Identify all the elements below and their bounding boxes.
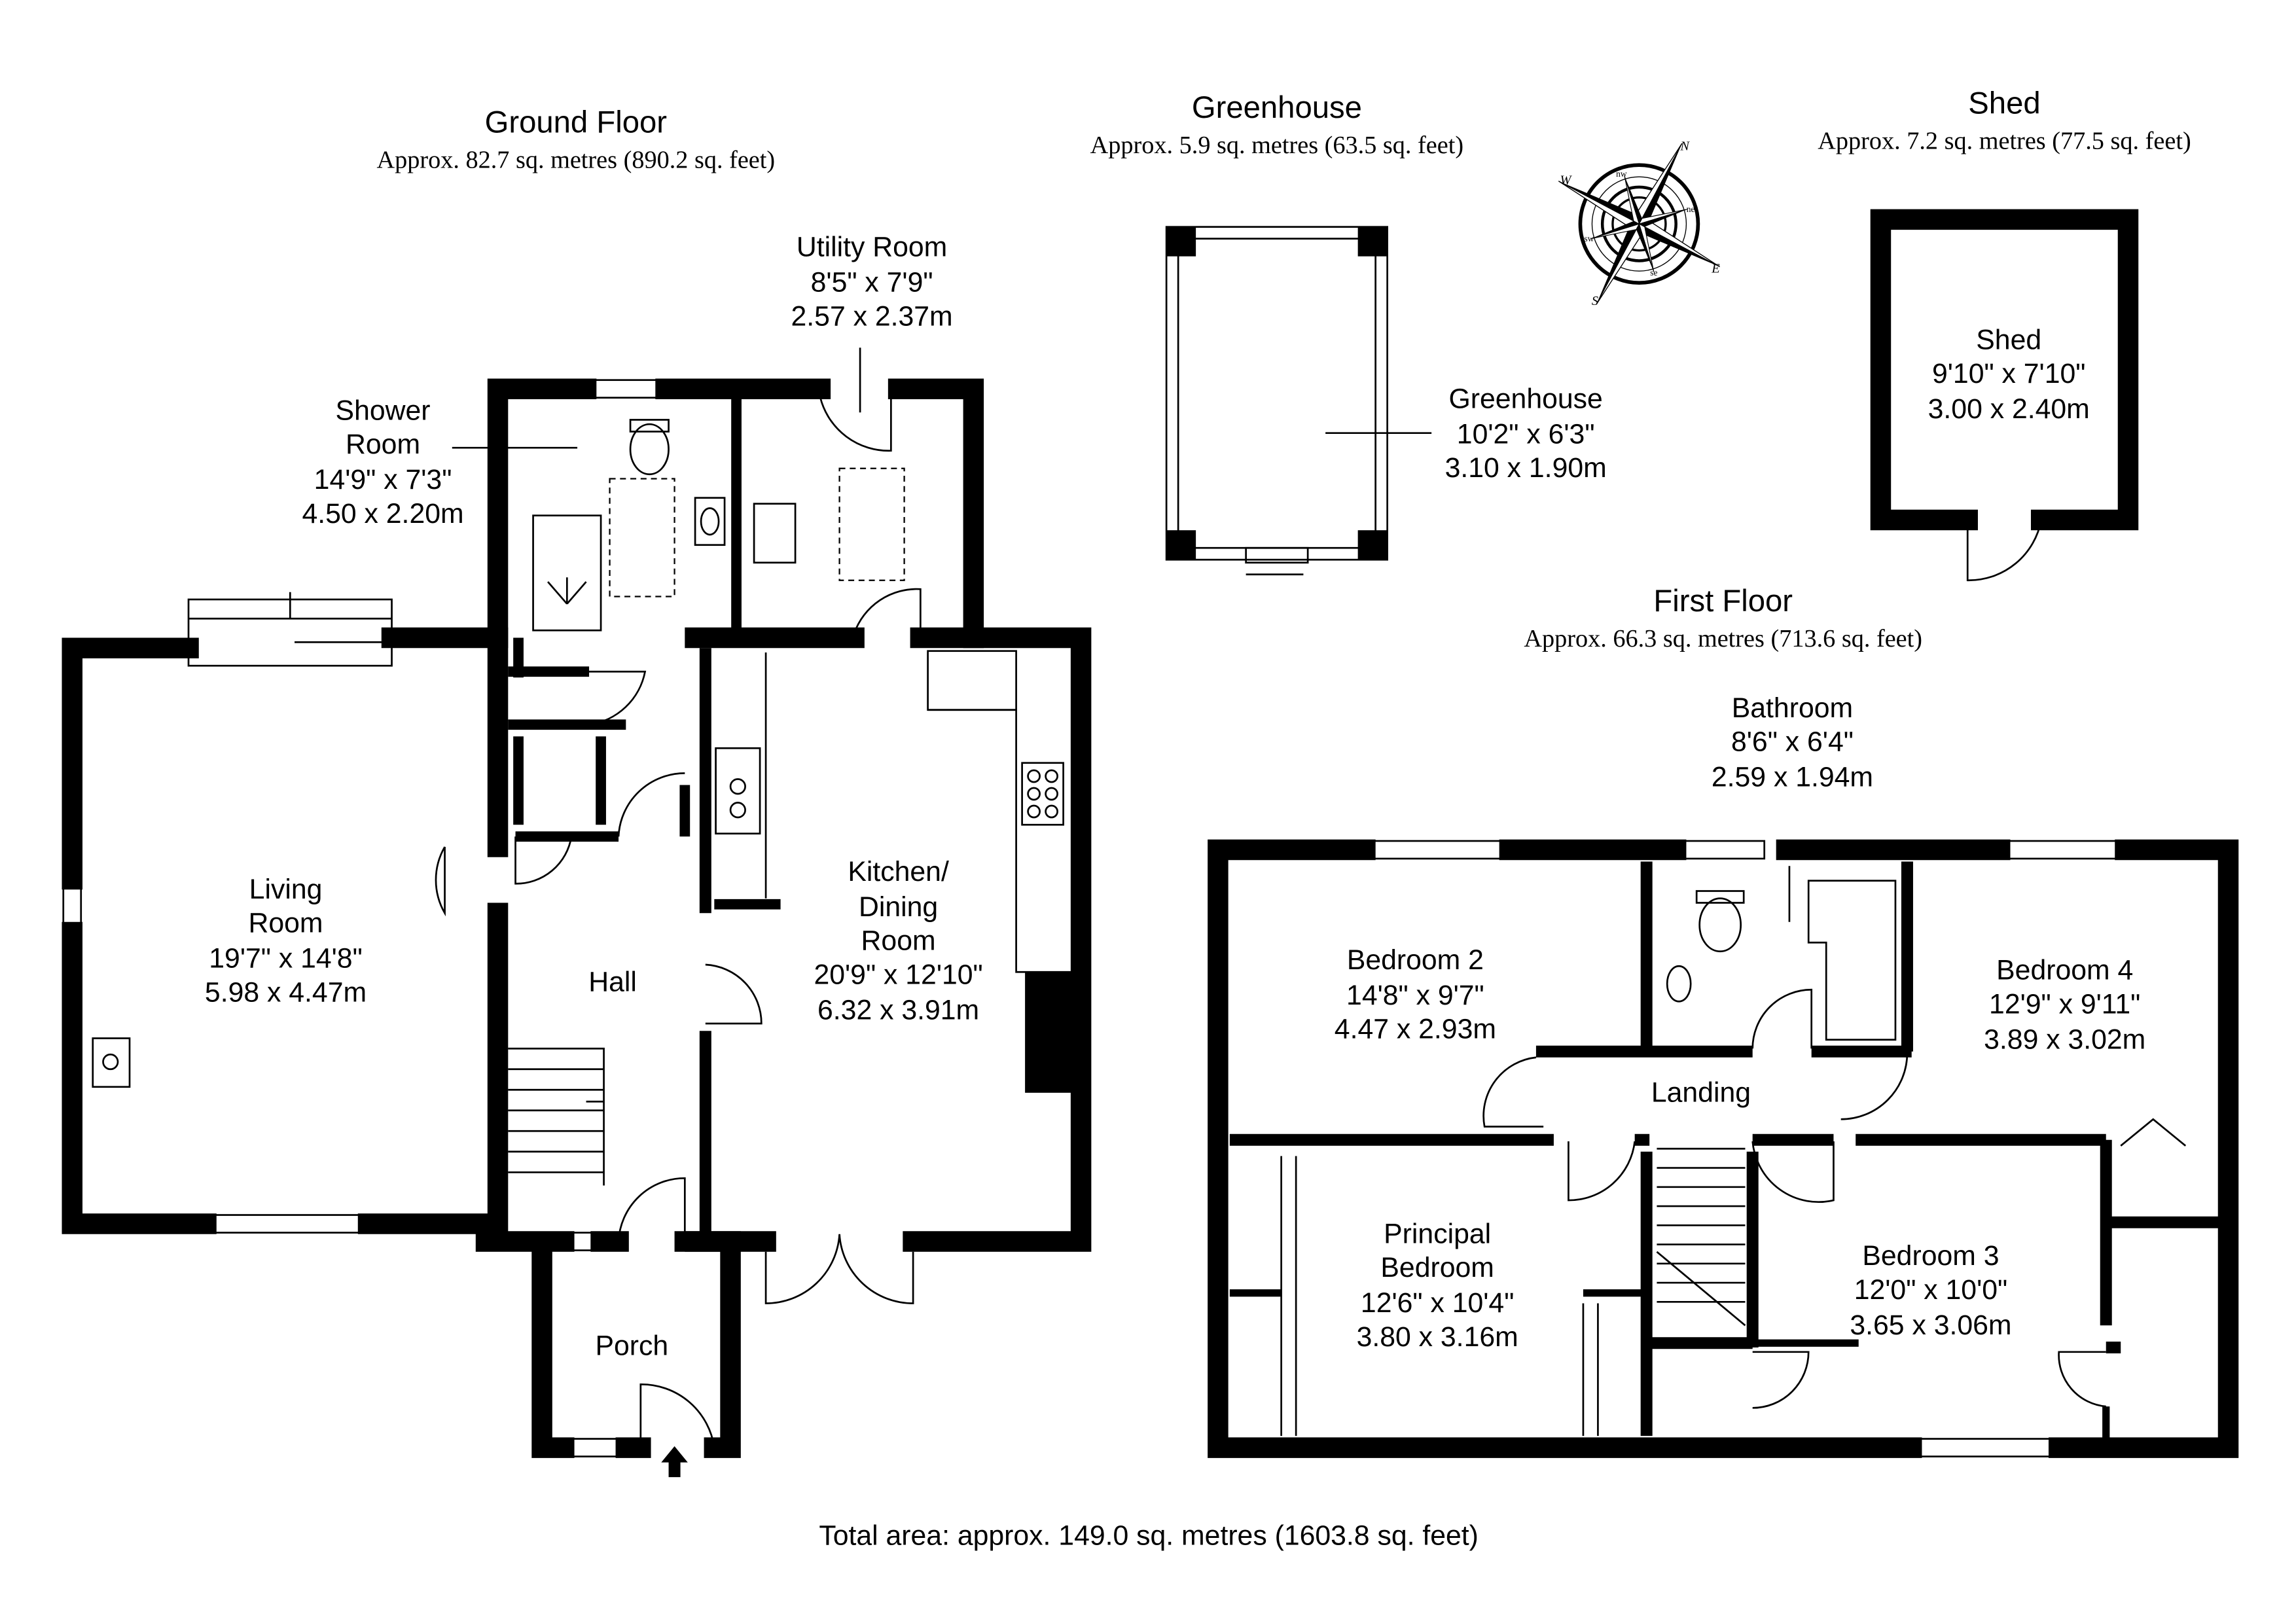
room-dims-imperial: 14'8" x 9'7": [1346, 980, 1484, 1011]
room-porch: Porch: [595, 1330, 668, 1361]
room-name: Kitchen/: [848, 856, 949, 887]
compass-nw: nw: [1616, 169, 1627, 179]
greenhouse-heading: Greenhouse Approx. 5.9 sq. metres (63.5 …: [1090, 90, 1463, 159]
room-dims-imperial: 8'5" x 7'9": [811, 267, 933, 298]
first-floor-walls: [1208, 839, 2239, 1458]
greenhouse-title: Greenhouse: [1192, 90, 1362, 125]
compass-se: se: [1650, 268, 1657, 277]
room-shed: Shed 9'10" x 7'10" 3.00 x 2.40m: [1928, 324, 2090, 425]
utility-sink-icon: [753, 503, 797, 564]
room-dims-imperial: 9'10" x 7'10": [1932, 358, 2085, 389]
room-name: Greenhouse: [1449, 383, 1603, 414]
room-name: Shower: [336, 395, 431, 426]
room-dims-metric: 3.00 x 2.40m: [1928, 393, 2090, 425]
room-dims-metric: 2.57 x 2.37m: [791, 300, 953, 332]
shed-area: Approx. 7.2 sq. metres (77.5 sq. feet): [1818, 127, 2191, 154]
first-floor-heading: First Floor Approx. 66.3 sq. metres (713…: [1524, 584, 1922, 652]
basin-icon: [694, 497, 726, 546]
compass-ne: ne: [1687, 204, 1695, 214]
compass-e: E: [1711, 261, 1720, 276]
room-name: Principal: [1384, 1218, 1491, 1249]
room-dims-imperial: 8'6" x 6'4": [1731, 726, 1854, 758]
room-dims-imperial: 12'6" x 10'4": [1361, 1287, 1514, 1319]
room-name: Utility Room: [797, 232, 947, 263]
room-name: Dining: [859, 891, 938, 923]
compass-n: N: [1679, 139, 1690, 154]
kitchen-sink-icon: [715, 747, 761, 835]
ground-floor-heading: Ground Floor Approx. 82.7 sq. metres (89…: [376, 105, 775, 174]
room-dims-imperial: 14'9" x 7'3": [314, 464, 452, 495]
greenhouse-area: Approx. 5.9 sq. metres (63.5 sq. feet): [1090, 132, 1463, 159]
room-dims-imperial: 19'7" x 14'8": [209, 943, 362, 974]
room-shower: Shower Room 14'9" x 7'3" 4.50 x 2.20m: [302, 395, 463, 529]
first-floor-area: Approx. 66.3 sq. metres (713.6 sq. feet): [1524, 625, 1922, 652]
shed-heading: Shed Approx. 7.2 sq. metres (77.5 sq. fe…: [1818, 86, 2191, 154]
shed-plan: [1870, 209, 2139, 582]
room-dims-metric: 6.32 x 3.91m: [817, 994, 979, 1026]
compass-sw: sw: [1584, 234, 1594, 243]
room-name: Bedroom: [1380, 1252, 1494, 1283]
room-utility: Utility Room 8'5" x 7'9" 2.57 x 2.37m: [791, 232, 953, 332]
room-bedroom-3: Bedroom 3 12'0" x 10'0" 3.65 x 3.06m: [1850, 1240, 2011, 1341]
basin-icon: [1666, 965, 1692, 1003]
compass-w: W: [1560, 173, 1572, 187]
greenhouse-plan: [1165, 226, 1432, 576]
shower-tray-icon: [532, 514, 602, 632]
room-name: Bedroom 3: [1862, 1240, 1999, 1272]
room-dims-imperial: 12'0" x 10'0": [1854, 1274, 2007, 1306]
room-dims-metric: 5.98 x 4.47m: [205, 976, 367, 1008]
room-dims-metric: 3.65 x 3.06m: [1850, 1310, 2011, 1341]
room-dims-imperial: 10'2" x 6'3": [1457, 418, 1595, 450]
first-floor-title: First Floor: [1653, 584, 1793, 618]
hob-icon: [1021, 762, 1064, 826]
room-dims-metric: 2.59 x 1.94m: [1712, 762, 1873, 793]
room-greenhouse: Greenhouse 10'2" x 6'3" 3.10 x 1.90m: [1445, 383, 1607, 484]
room-name: Shed: [1976, 324, 2041, 355]
total-area: Total area: approx. 149.0 sq. metres (16…: [819, 1520, 1479, 1552]
room-bathroom: Bathroom 8'6" x 6'4" 2.59 x 1.94m: [1712, 692, 1873, 793]
room-name: Living: [249, 874, 323, 905]
room-name: Room: [861, 925, 936, 957]
room-name: Bedroom 4: [1996, 955, 2133, 986]
room-name: Room: [249, 908, 323, 939]
ground-floor-title: Ground Floor: [485, 105, 667, 140]
room-landing: Landing: [1651, 1077, 1751, 1108]
ground-floor-walls: [62, 348, 1092, 1478]
room-name: Bedroom 2: [1347, 944, 1484, 976]
room-dims-metric: 3.80 x 3.16m: [1357, 1321, 1518, 1353]
room-kitchen: Kitchen/ Dining Room 20'9" x 12'10" 6.32…: [814, 856, 982, 1026]
room-living: Living Room 19'7" x 14'8" 5.98 x 4.47m: [205, 874, 367, 1008]
room-dims-metric: 4.50 x 2.20m: [302, 498, 463, 529]
room-principal-bedroom: Principal Bedroom 12'6" x 10'4" 3.80 x 3…: [1357, 1218, 1518, 1353]
shed-title: Shed: [1968, 86, 2040, 120]
room-name: Bathroom: [1732, 692, 1853, 724]
toilet-icon: [1698, 897, 1742, 953]
room-bedroom-2: Bedroom 2 14'8" x 9'7" 4.47 x 2.93m: [1335, 944, 1496, 1045]
ground-floor-area: Approx. 82.7 sq. metres (890.2 sq. feet): [376, 147, 775, 174]
room-name: Room: [346, 429, 420, 460]
entrance-arrow-icon: [661, 1446, 688, 1478]
room-dims-metric: 3.89 x 3.02m: [1984, 1024, 2145, 1055]
room-dims-imperial: 12'9" x 9'11": [1989, 988, 2140, 1020]
compass-s: S: [1592, 294, 1598, 308]
room-dims-imperial: 20'9" x 12'10": [814, 959, 982, 990]
room-bedroom-4: Bedroom 4 12'9" x 9'11" 3.89 x 3.02m: [1984, 955, 2145, 1056]
room-dims-metric: 4.47 x 2.93m: [1335, 1014, 1496, 1045]
fireplace-icon: [92, 1037, 131, 1088]
compass-rose-icon: N S E W nw ne se sw: [1558, 139, 1720, 308]
bath-icon: [1807, 880, 1897, 1041]
room-dims-metric: 3.10 x 1.90m: [1445, 452, 1607, 484]
toilet-icon: [629, 423, 670, 476]
room-hall: Hall: [588, 967, 637, 998]
